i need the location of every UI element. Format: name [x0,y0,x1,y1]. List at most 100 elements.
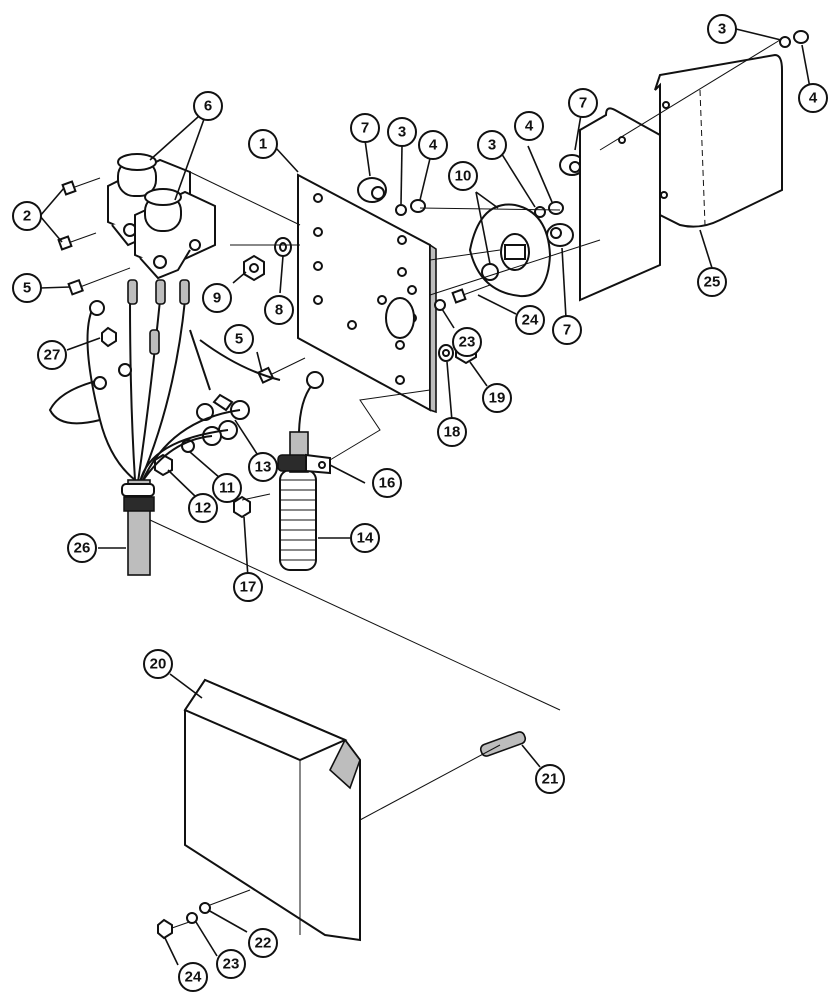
washer-plate [395,204,407,216]
callout-23: 23 [216,949,246,979]
callout-22: 22 [248,928,278,958]
callout-21: 21 [535,764,565,794]
svg-text:4: 4 [429,137,438,154]
callout-7: 7 [568,88,598,118]
washer-small [434,299,446,311]
mounting-plate [297,173,437,414]
svg-text:16: 16 [379,475,396,492]
callout-7: 7 [552,315,582,345]
svg-text:5: 5 [23,280,31,297]
svg-text:4: 4 [809,90,818,107]
callout-1: 1 [248,129,278,159]
svg-text:12: 12 [195,500,212,517]
svg-text:23: 23 [459,334,476,351]
washer-cover-1 [186,912,198,924]
nut-small [101,326,117,348]
callout-14: 14 [350,523,380,553]
svg-text:3: 3 [718,21,726,38]
callout-17: 17 [233,572,263,602]
relay-bolt-lower [57,232,97,251]
callout-27: 27 [37,340,67,370]
svg-text:7: 7 [361,120,369,137]
long-bolt-left [67,267,131,296]
cover-housing [183,678,361,942]
svg-text:8: 8 [275,302,283,319]
callout-26: 26 [67,533,97,563]
lock-washer [438,344,454,362]
cable-clamp [277,453,331,475]
svg-text:11: 11 [219,480,235,497]
spacer-plate [357,177,387,203]
svg-text:7: 7 [579,95,587,112]
callout-25: 25 [697,267,727,297]
svg-text:9: 9 [213,290,221,307]
relay-solenoid-lower [134,188,216,280]
nut-bracket [793,30,809,44]
svg-text:10: 10 [455,168,472,185]
callout-9: 9 [202,283,232,313]
callout-5: 5 [12,273,42,303]
callout-24: 24 [515,305,545,335]
svg-text:20: 20 [150,656,167,673]
callout-3: 3 [477,130,507,160]
svg-text:3: 3 [488,137,496,154]
bracket-plate [579,53,783,302]
leader-lines [39,28,811,966]
callout-8: 8 [264,295,294,325]
svg-text:27: 27 [44,347,61,364]
svg-text:24: 24 [185,969,202,986]
svg-text:17: 17 [240,579,257,596]
callout-12: 12 [188,493,218,523]
callout-4: 4 [798,83,828,113]
bolt-clamp [233,493,271,519]
callout-2: 2 [12,201,42,231]
svg-text:24: 24 [522,312,539,329]
spacer-lower [546,223,574,247]
relay-bolt-upper [61,177,101,196]
spacer-tube [479,731,527,757]
svg-text:1: 1 [259,136,267,153]
svg-text:7: 7 [563,322,571,339]
svg-text:3: 3 [398,124,406,141]
svg-text:22: 22 [255,935,272,952]
nut-plate [410,199,426,213]
callout-10: 10 [448,161,478,191]
callout-18: 18 [437,417,467,447]
long-bolt-middle [257,357,306,384]
callout-20: 20 [143,649,173,679]
assembly-centerlines [149,39,781,906]
svg-text:26: 26 [74,540,91,557]
svg-text:13: 13 [255,459,272,476]
callout-24: 24 [178,962,208,992]
washer-cover-2 [199,902,211,914]
callout-3: 3 [387,117,417,147]
callout-4: 4 [514,111,544,141]
main-cable [121,479,155,576]
terminal-block [468,203,552,298]
callout-13: 13 [248,452,278,482]
callout-7: 7 [350,113,380,143]
callout-16: 16 [372,468,402,498]
svg-text:6: 6 [204,98,212,115]
wire-connectors [89,279,190,390]
washer-bracket [779,36,791,48]
svg-text:25: 25 [704,274,721,291]
svg-text:14: 14 [357,530,374,547]
svg-text:5: 5 [235,331,243,348]
callout-19: 19 [482,383,512,413]
callout-6: 6 [193,91,223,121]
callout-3: 3 [707,14,737,44]
wire-harness [48,299,281,483]
callout-5: 5 [224,324,254,354]
callout-11: 11 [212,473,242,503]
svg-text:4: 4 [525,118,534,135]
callout-4: 4 [418,130,448,160]
svg-text:23: 23 [223,956,240,973]
svg-text:2: 2 [23,208,31,225]
svg-text:21: 21 [542,771,559,788]
svg-text:19: 19 [489,390,506,407]
washer-relay [274,237,292,257]
callout-23: 23 [452,327,482,357]
nut-terminal [548,201,564,215]
